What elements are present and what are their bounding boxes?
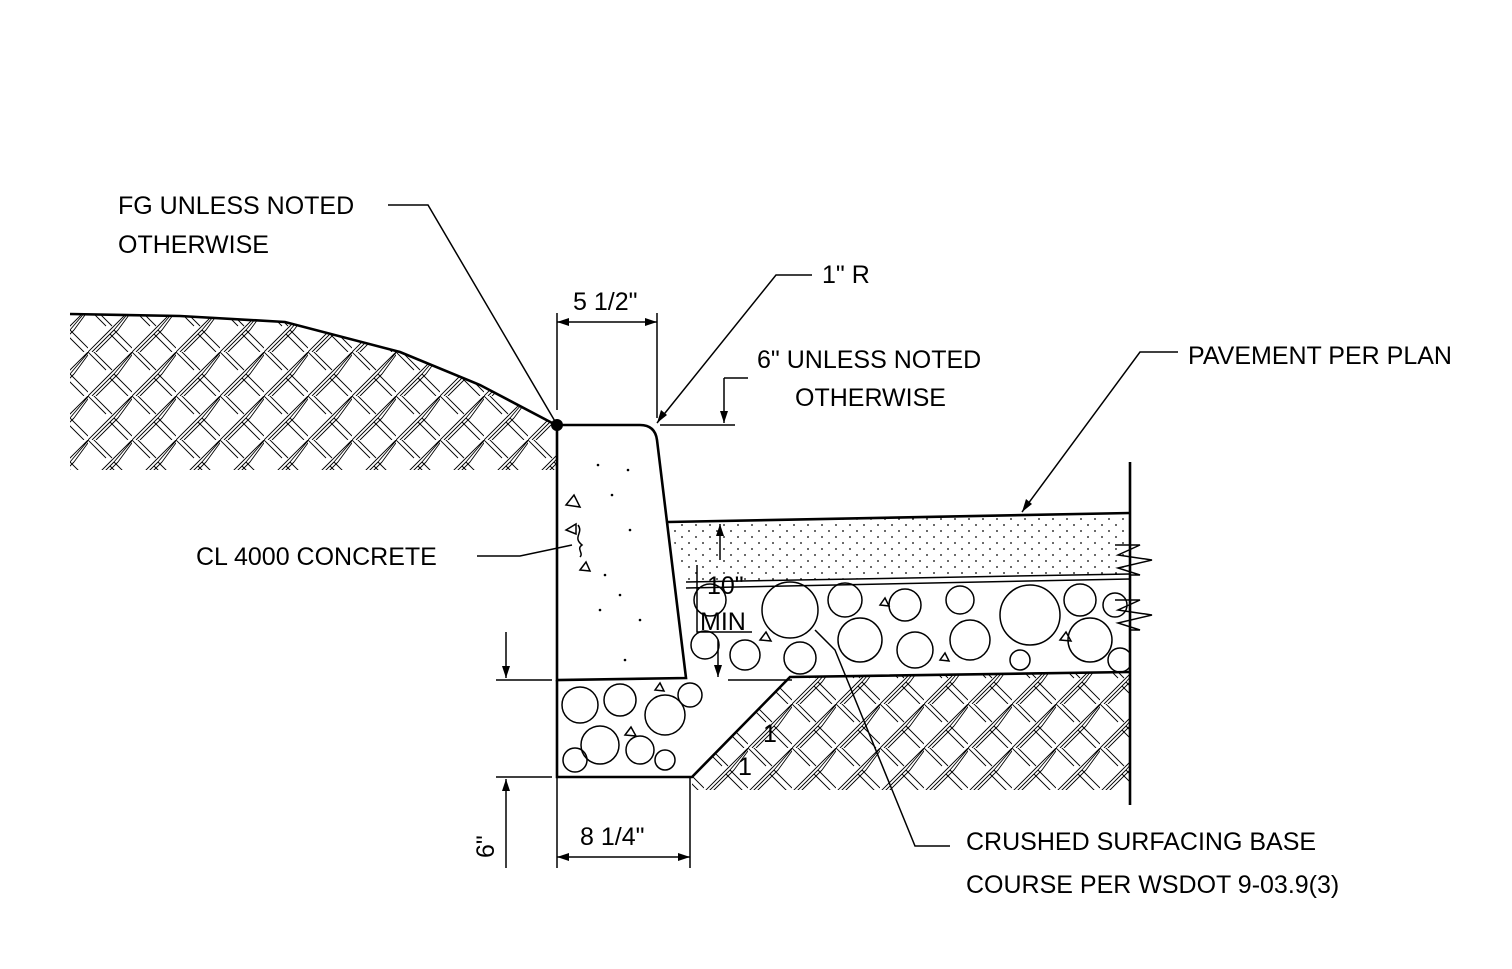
existing-ground	[69, 312, 557, 470]
top-width-dimension	[556, 313, 658, 418]
pavement-layer	[667, 511, 1131, 589]
crushed-base-rock-side	[690, 581, 1130, 675]
slope-rise-label: 1	[763, 720, 777, 748]
reveal-note-line2: OTHERWISE	[795, 384, 946, 412]
base-course-line1: CRUSHED SURFACING BASE	[966, 828, 1316, 856]
radius-label: 1" R	[822, 261, 870, 289]
fg-note-line2: OTHERWISE	[118, 231, 269, 259]
reveal-dimension	[660, 377, 748, 426]
leader-lines	[388, 204, 1178, 847]
bottom-width-dimension	[556, 777, 691, 868]
pavement-label: PAVEMENT PER PLAN	[1188, 342, 1452, 370]
concrete-curb	[555, 423, 688, 682]
min-depth-dimension	[696, 524, 752, 677]
bottom-width-label: 8 1/4"	[580, 823, 644, 851]
fg-note-line1: FG UNLESS NOTED	[118, 192, 354, 220]
reveal-note-line1: 6" UNLESS NOTED	[757, 346, 981, 374]
base-course-line2: COURSE PER WSDOT 9-03.9(3)	[966, 871, 1339, 899]
min-depth-value: 10"	[707, 572, 744, 600]
match-line	[1115, 462, 1153, 805]
slope-run-label: 1	[738, 753, 752, 781]
concrete-label: CL 4000 CONCRETE	[196, 543, 437, 571]
base-depth-dimension	[496, 632, 552, 868]
min-depth-min: MIN	[700, 608, 746, 636]
base-depth-label: 6"	[472, 835, 500, 858]
top-width-label: 5 1/2"	[573, 288, 637, 316]
base-outline	[555, 670, 1131, 779]
crushed-base-rock	[561, 681, 703, 773]
finished-grade-point	[551, 419, 563, 431]
